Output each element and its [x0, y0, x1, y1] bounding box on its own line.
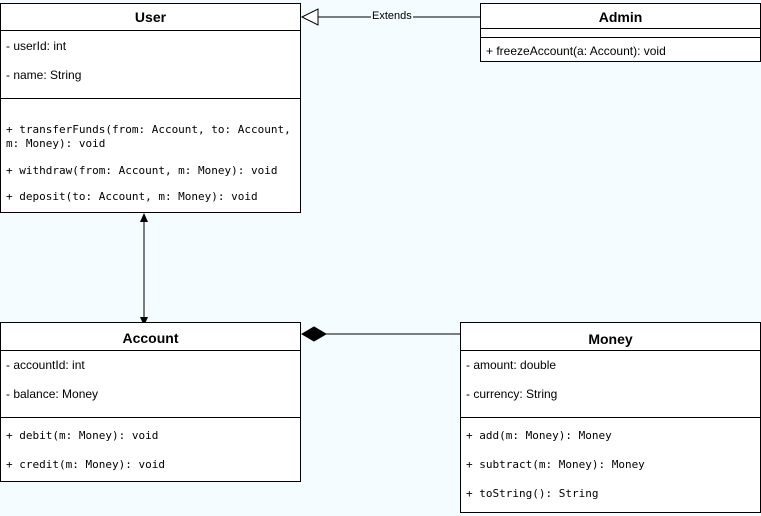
method-row: + add(m: Money): Money [466, 429, 612, 442]
attribute-row: - balance: Money [6, 387, 99, 401]
method-row: + toString(): String [466, 487, 599, 500]
class-attributes: - amount: double - currency: String [461, 351, 760, 418]
class-methods: + debit(m: Money): void + credit(m: Mone… [1, 418, 300, 471]
composition-diamond [301, 326, 327, 342]
class-account[interactable]: Account - accountId: int - balance: Mone… [0, 322, 301, 482]
class-user[interactable]: User - userId: int - name: String + tran… [0, 3, 301, 213]
generalization-arrowhead [300, 8, 319, 26]
class-title: Account [1, 323, 300, 351]
extends-label: Extends [371, 10, 413, 22]
class-admin[interactable]: Admin + freezeAccount(a: Account): void [480, 3, 761, 62]
attribute-row: - amount: double [466, 358, 557, 372]
method-row: + freezeAccount(a: Account): void [486, 44, 666, 58]
attribute-row: - accountId: int [6, 358, 85, 372]
class-attributes [481, 28, 760, 38]
method-row: + withdraw(from: Account, m: Money): voi… [6, 164, 278, 177]
method-row: + deposit(to: Account, m: Money): void [6, 190, 258, 203]
method-row: + subtract(m: Money): Money [466, 458, 645, 471]
class-methods: + transferFunds(from: Account, to: Accou… [1, 99, 300, 203]
attribute-row: - currency: String [466, 387, 558, 401]
class-attributes: - userId: int - name: String [1, 31, 300, 99]
class-methods: + add(m: Money): Money + subtract(m: Mon… [461, 418, 760, 500]
attribute-row: - userId: int [6, 39, 67, 53]
association-arrowhead-top [140, 213, 148, 222]
class-title: Admin [598, 9, 643, 25]
attribute-row: - name: String [6, 68, 82, 82]
method-row: + transferFunds(from: Account, to: Accou… [6, 123, 291, 150]
class-title: Money [461, 323, 760, 351]
class-attributes: - accountId: int - balance: Money [1, 351, 300, 418]
class-money[interactable]: Money - amount: double - currency: Strin… [460, 322, 761, 513]
method-row: + debit(m: Money): void [6, 429, 159, 442]
association-arrowhead-bottom [140, 317, 148, 326]
class-title: User [1, 4, 300, 31]
method-row: + credit(m: Money): void [6, 458, 165, 471]
